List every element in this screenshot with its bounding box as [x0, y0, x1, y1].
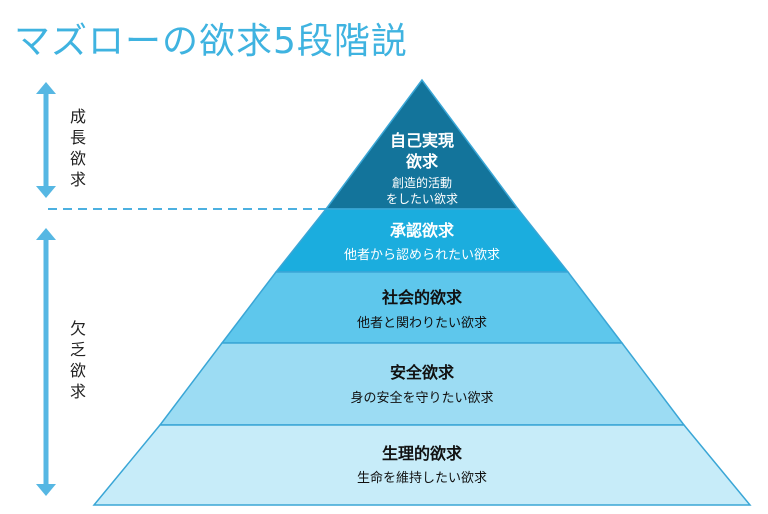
- pyramid-level-social: 社会的欲求 他者と関わりたい欲求: [220, 271, 624, 344]
- level-title: 承認欲求: [390, 221, 455, 240]
- level-title: 安全欲求: [390, 363, 455, 382]
- pyramid-level-physiological: 生理的欲求 生命を維持したい欲求: [92, 424, 752, 506]
- pyramid-level-self-actualization: 自己実現 欲求 創造的活動 をしたい欲求: [324, 78, 520, 210]
- growth-needs-label: 成 長 欲 求: [69, 107, 86, 189]
- deficiency-needs-label: 欠 乏 欲 求: [69, 319, 86, 401]
- pyramid-level-safety: 安全欲求 身の安全を守りたい欲求: [158, 342, 686, 426]
- level-description: 生命を維持したい欲求: [357, 470, 487, 486]
- level-title-line2: 欲求: [405, 152, 439, 171]
- page-title: マズローの欲求5段階説: [14, 21, 408, 62]
- growth-double-arrow: [36, 82, 56, 198]
- level-description-line2: をしたい欲求: [386, 192, 458, 206]
- pyramid-level-esteem: 承認欲求 他者から認められたい欲求: [274, 208, 570, 273]
- level-description: 身の安全を守りたい欲求: [350, 390, 493, 406]
- level-description: 他者から認められたい欲求: [344, 247, 500, 263]
- level-title: 自己実現: [390, 131, 454, 150]
- level-band: [220, 271, 624, 344]
- deficiency-double-arrow: [36, 228, 56, 496]
- level-description: 創造的活動: [392, 175, 452, 190]
- level-band: [158, 342, 686, 426]
- level-title: 社会的欲求: [381, 288, 463, 307]
- level-band: [92, 424, 752, 506]
- level-description: 他者と関わりたい欲求: [357, 315, 487, 331]
- level-title: 生理的欲求: [382, 444, 463, 463]
